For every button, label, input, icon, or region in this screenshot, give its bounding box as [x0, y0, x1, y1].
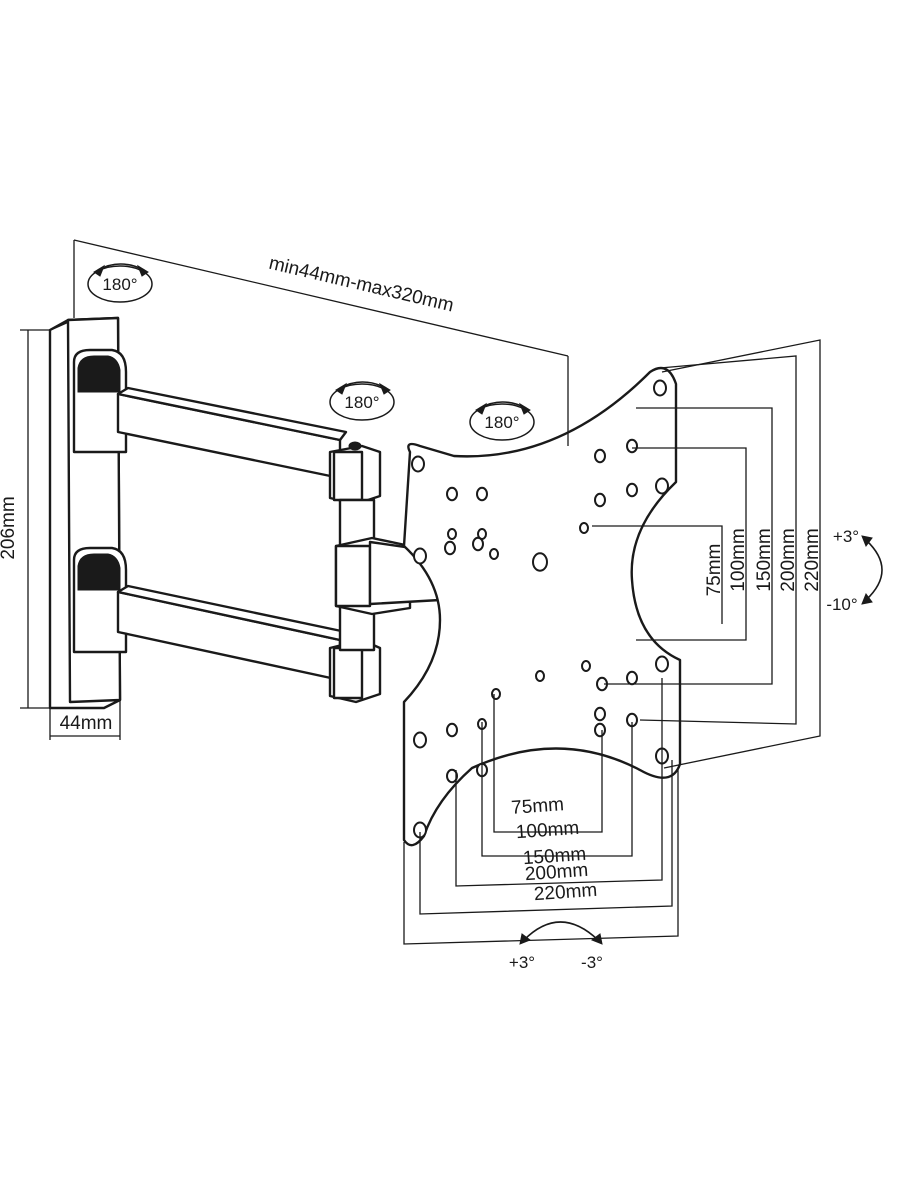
mounting-hole	[491, 688, 501, 700]
wall-height-label: 206mm	[0, 496, 19, 559]
pivot-column	[334, 498, 442, 652]
level-plus-label: +3°	[509, 953, 535, 972]
mounting-hole	[413, 731, 427, 749]
vesa-horizontal-75: 75mm	[511, 794, 565, 819]
wall-depth-label: 44mm	[60, 713, 113, 734]
vesa-vertical-100: 100mm	[728, 528, 749, 591]
head-swivel-label: 180°	[484, 413, 519, 432]
mounting-hole	[655, 655, 669, 673]
mounting-hole	[472, 536, 484, 552]
mounting-hole	[594, 722, 606, 738]
mounting-hole	[447, 528, 457, 540]
mounting-hole	[655, 477, 669, 495]
tilt-down-label: -10°	[826, 595, 857, 614]
mounting-hole	[581, 660, 591, 672]
mounting-hole	[411, 455, 425, 473]
vesa-horizontal-150: 150mm	[522, 844, 587, 869]
mounting-hole	[594, 706, 606, 722]
mounting-hole	[476, 486, 488, 502]
mounting-hole	[446, 722, 458, 738]
swing-arm-lower	[72, 546, 382, 704]
mounting-hole	[653, 379, 667, 397]
mounting-hole	[626, 670, 638, 686]
mounting-hole	[626, 482, 638, 498]
swing-arm-upper	[72, 348, 382, 506]
mounting-hole	[489, 548, 499, 560]
mounting-hole	[444, 540, 456, 556]
mounting-hole	[594, 492, 606, 508]
vesa-vertical-150: 150mm	[754, 528, 775, 591]
mounting-hole	[446, 486, 458, 502]
vesa-horizontal-100: 100mm	[515, 818, 580, 843]
vesa-vertical-220: 220mm	[802, 528, 823, 591]
wall-swivel-label: 180°	[102, 275, 137, 294]
mounting-hole	[535, 670, 545, 682]
mounting-hole	[626, 438, 638, 454]
vesa-vertical-75: 75mm	[704, 544, 725, 597]
tilt-up-label: +3°	[833, 527, 859, 546]
mounting-hole	[413, 547, 427, 565]
dimension-lines	[20, 239, 821, 945]
level-minus-label: -3°	[581, 953, 603, 972]
arm-swivel-label: 180°	[344, 393, 379, 412]
mounting-hole	[532, 552, 548, 572]
vesa-horizontal-220: 220mm	[533, 880, 598, 905]
vesa-plate	[402, 366, 682, 847]
mounting-hole	[446, 768, 458, 784]
vesa-horizontal-200: 200mm	[524, 860, 589, 885]
mounting-hole	[579, 522, 589, 534]
rotation-arrows	[87, 263, 883, 945]
mounting-hole	[594, 448, 606, 464]
vesa-vertical-200: 200mm	[778, 528, 799, 591]
